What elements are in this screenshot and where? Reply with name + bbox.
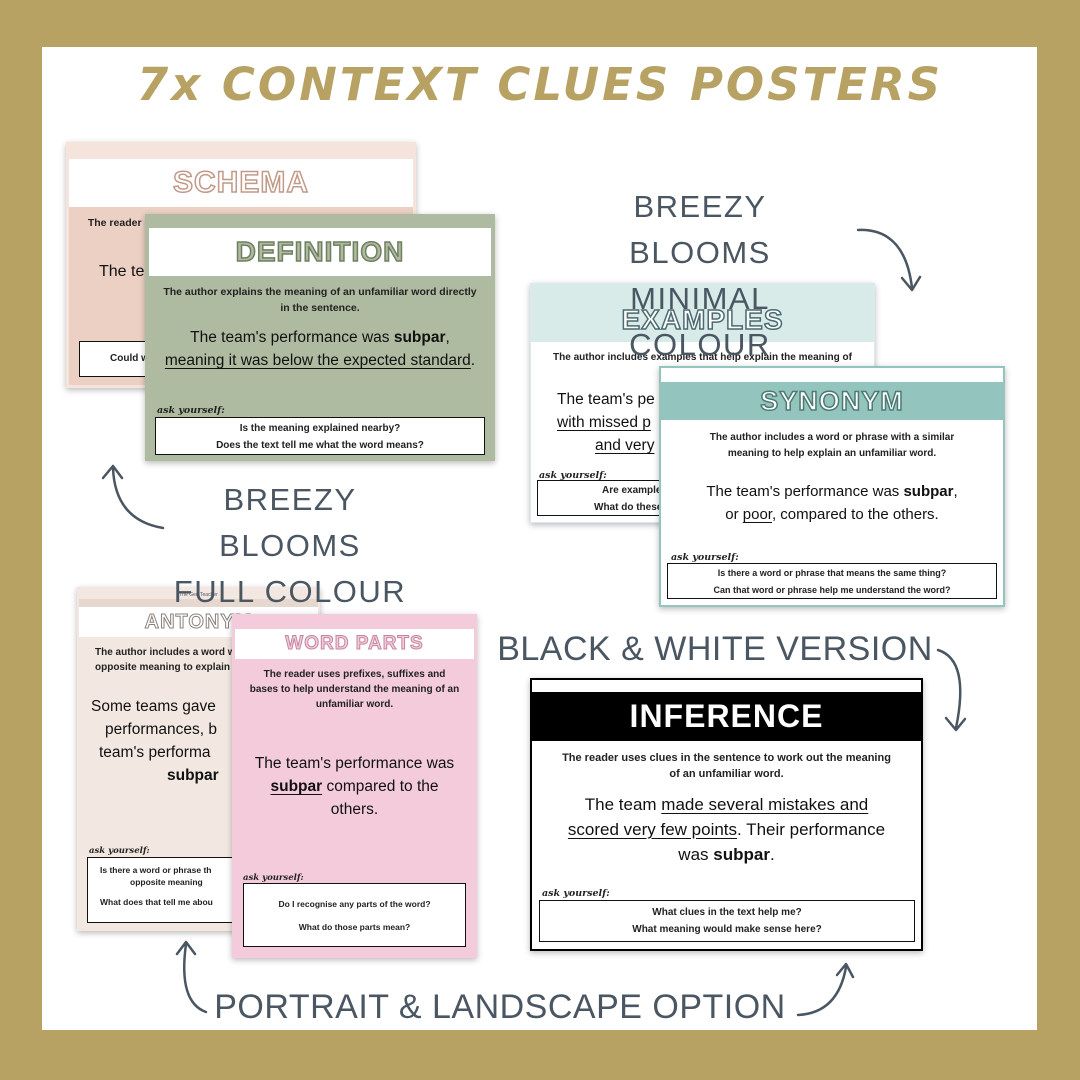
- poster-example: The team's performance was subpar, or po…: [661, 480, 1003, 526]
- question-box: Is the meaning explained nearby? Does th…: [155, 417, 485, 455]
- example-text: performances, b: [105, 721, 217, 738]
- poster-definition: DEFINITION The author explains the meani…: [145, 214, 495, 461]
- example-text: ,: [953, 483, 958, 500]
- poster-example: The team's performance was subpar, meani…: [149, 326, 491, 372]
- question-text: Do I recognise any parts of the word?: [278, 899, 431, 909]
- example-text: .: [470, 352, 476, 369]
- poster-example: The team's performance was subpar compar…: [235, 752, 474, 821]
- arrow-full-icon: [101, 464, 165, 530]
- question-text: Are examples: [602, 485, 668, 496]
- clue-text: made several mistakes and scored very fe…: [567, 795, 869, 839]
- target-word: subpar: [167, 767, 219, 784]
- question-text: Is there a word or phrase that means the…: [717, 568, 947, 578]
- question-text: Is the meaning explained nearby?: [239, 423, 401, 434]
- example-text: .: [769, 845, 775, 864]
- target-word: subpar: [903, 483, 954, 500]
- page-title: 7x CONTEXT CLUES POSTERS: [136, 58, 944, 111]
- poster-synonym: SYNONYM The author includes a word or ph…: [659, 366, 1005, 607]
- ask-yourself-label: ask yourself:: [157, 405, 225, 416]
- poster-title: WORD PARTS: [285, 633, 424, 655]
- caption-line: BREEZY BLOOMS: [629, 189, 771, 270]
- ask-yourself-label: ask yourself:: [539, 470, 607, 481]
- example-text: or: [725, 506, 743, 523]
- question-box: Do I recognise any parts of the word? Wh…: [243, 883, 466, 947]
- example-text: The team's performance was: [706, 483, 904, 500]
- poster-example: Some teams gave performances, b team's p…: [79, 695, 318, 787]
- caption-line: FULL COLOUR: [173, 574, 407, 609]
- poster-title: INFERENCE: [629, 698, 824, 734]
- poster-description: The author includes a word with the oppo…: [95, 647, 296, 673]
- poster-title: ANTONYM: [144, 610, 253, 633]
- arrow-landscape-icon: [796, 962, 855, 1017]
- caption-line: MINIMAL COLOUR: [629, 281, 771, 362]
- clue-text: meaning it was below the expected standa…: [164, 352, 471, 369]
- caption-black-white: BLACK & WHITE VERSION: [497, 630, 933, 668]
- question-box: What clues in the text help me? What mea…: [539, 900, 915, 942]
- arrow-minimal-icon: [856, 228, 922, 292]
- question-text: opposite meaning: [130, 877, 203, 887]
- poster-example: The team made several mistakes and score…: [532, 792, 921, 867]
- example-text: compared to the others.: [322, 778, 439, 818]
- example-text: ,: [445, 329, 450, 346]
- question-text: What do these e: [594, 502, 671, 513]
- example-text: , compared to the others.: [771, 506, 939, 523]
- poster-inference: INFERENCE The reader uses clues in the s…: [530, 678, 923, 951]
- ask-yourself-label: ask yourself:: [243, 873, 304, 883]
- example-text: Some teams gave: [91, 698, 216, 715]
- example-text: The team: [584, 795, 662, 814]
- question-text: What clues in the text help me?: [652, 907, 802, 918]
- example-text: team's performa: [99, 744, 211, 761]
- question-text: What does that tell me abou: [100, 897, 213, 907]
- poster-description: The reader uses clues in the sentence to…: [562, 752, 891, 780]
- caption-portrait-landscape: PORTRAIT & LANDSCAPE OPTION: [214, 988, 786, 1026]
- question-text: Is there a word or phrase th: [100, 865, 212, 875]
- poster-title: SCHEMA: [172, 165, 309, 200]
- poster-description: The author includes examples that help e…: [553, 352, 852, 363]
- example-text: . Their performance was: [678, 820, 886, 864]
- poster-title: EXAMPLES: [621, 303, 784, 336]
- clue-text: with missed p: [557, 414, 651, 431]
- poster-description: The author includes a word or phrase wit…: [709, 432, 955, 459]
- clue-text: poor: [742, 506, 772, 523]
- caption-full-colour: BREEZY BLOOMS FULL COLOUR: [150, 477, 430, 615]
- poster-title: DEFINITION: [235, 235, 405, 268]
- ask-yourself-label: ask yourself:: [89, 846, 150, 856]
- poster-example: The team's pe with missed p and very: [531, 388, 874, 457]
- target-word: subpar: [393, 329, 446, 346]
- question-text: Does the text tell me what the word mean…: [216, 440, 424, 451]
- poster-word-parts: WORD PARTS The reader uses prefixes, suf…: [232, 614, 477, 958]
- question-text: Could w: [110, 353, 149, 364]
- question-text: What meaning would make sense here?: [632, 924, 822, 935]
- question-text: Can that word or phrase help me understa…: [713, 585, 951, 595]
- example-text: The team's pe: [557, 391, 655, 408]
- example-text: The team's performance was: [254, 755, 455, 772]
- target-word: subpar: [270, 778, 323, 795]
- poster-title: SYNONYM: [759, 385, 904, 417]
- caption-minimal-colour: BREEZY BLOOMS MINIMAL COLOUR: [560, 184, 840, 368]
- caption-line: BREEZY BLOOMS: [219, 482, 361, 563]
- arrow-portrait-icon: [175, 940, 208, 1014]
- clue-text: and very: [595, 437, 655, 454]
- arrow-bw-icon: [936, 648, 967, 732]
- poster-description: The reader uses prefixes, suffixes and b…: [249, 669, 460, 710]
- poster-description: The author explains the meaning of an un…: [163, 286, 477, 314]
- ask-yourself-label: ask yourself:: [671, 552, 739, 563]
- target-word: subpar: [713, 845, 770, 864]
- question-text: What do those parts mean?: [298, 922, 411, 932]
- question-box: Is there a word or phrase th opposite me…: [87, 857, 309, 923]
- example-text: The team's performance was: [190, 329, 394, 346]
- ask-yourself-label: ask yourself:: [542, 888, 610, 899]
- question-box: Is there a word or phrase that means the…: [667, 563, 997, 599]
- brand-tag: The Gen Teacher: [179, 592, 218, 598]
